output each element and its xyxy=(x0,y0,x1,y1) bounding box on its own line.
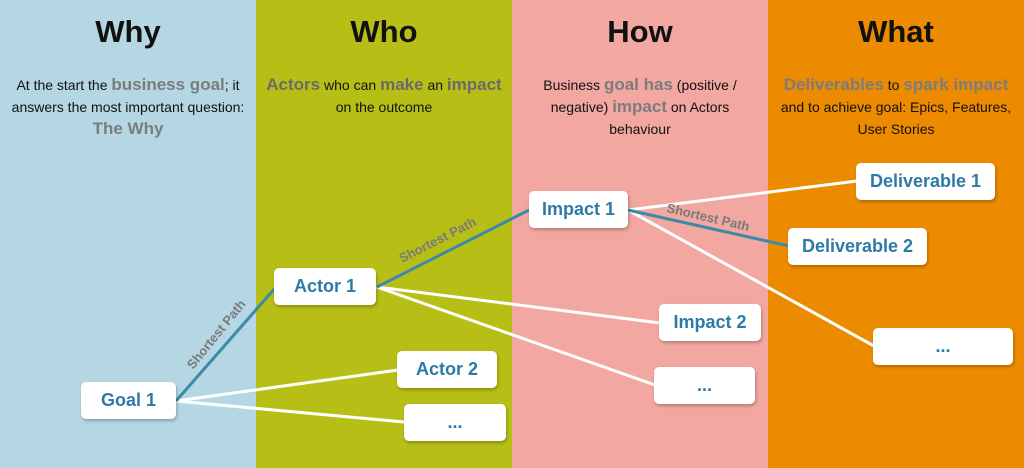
connector-impact1-deliverable-more xyxy=(627,208,875,348)
connector-actor1-impact2 xyxy=(376,285,661,325)
column-who: Who Actors who can make an impact on the… xyxy=(256,0,512,468)
node-impact-more: ... xyxy=(654,367,755,404)
column-title-who: Who xyxy=(350,14,418,49)
node-impact-1: Impact 1 xyxy=(529,191,628,228)
connector-goal1-actor-more xyxy=(175,399,405,424)
column-title-how: How xyxy=(607,14,673,49)
connector-goal1-actor2 xyxy=(175,368,399,403)
node-deliverable-1: Deliverable 1 xyxy=(856,163,995,200)
path-label-goal-actor: Shortest Path xyxy=(184,297,249,372)
node-deliverable-2: Deliverable 2 xyxy=(788,228,927,265)
column-description-how: Business goal has (positive / negative) … xyxy=(543,75,737,137)
shortest-path-impact1-deliverable2 xyxy=(627,208,790,248)
node-goal-1: Goal 1 xyxy=(81,382,176,419)
column-description-who: Actors who can make an impact on the out… xyxy=(266,75,502,115)
column-description-what: Deliverables to spark impact and to achi… xyxy=(780,75,1012,137)
column-title-what: What xyxy=(858,14,934,49)
column-description-why: At the start the business goal; it answe… xyxy=(11,75,245,138)
node-actor-2: Actor 2 xyxy=(397,351,497,388)
shortest-path-actor1-impact1 xyxy=(376,208,530,289)
node-actor-1: Actor 1 xyxy=(274,268,376,305)
node-deliverable-more: ... xyxy=(873,328,1013,365)
node-actor-more: ... xyxy=(404,404,506,441)
shortest-path-goal1-actor1 xyxy=(174,286,278,402)
connector-actor1-impact-more xyxy=(376,285,656,387)
connector-impact1-deliverable1 xyxy=(627,179,858,212)
node-impact-2: Impact 2 xyxy=(659,304,761,341)
column-title-why: Why xyxy=(95,14,161,49)
